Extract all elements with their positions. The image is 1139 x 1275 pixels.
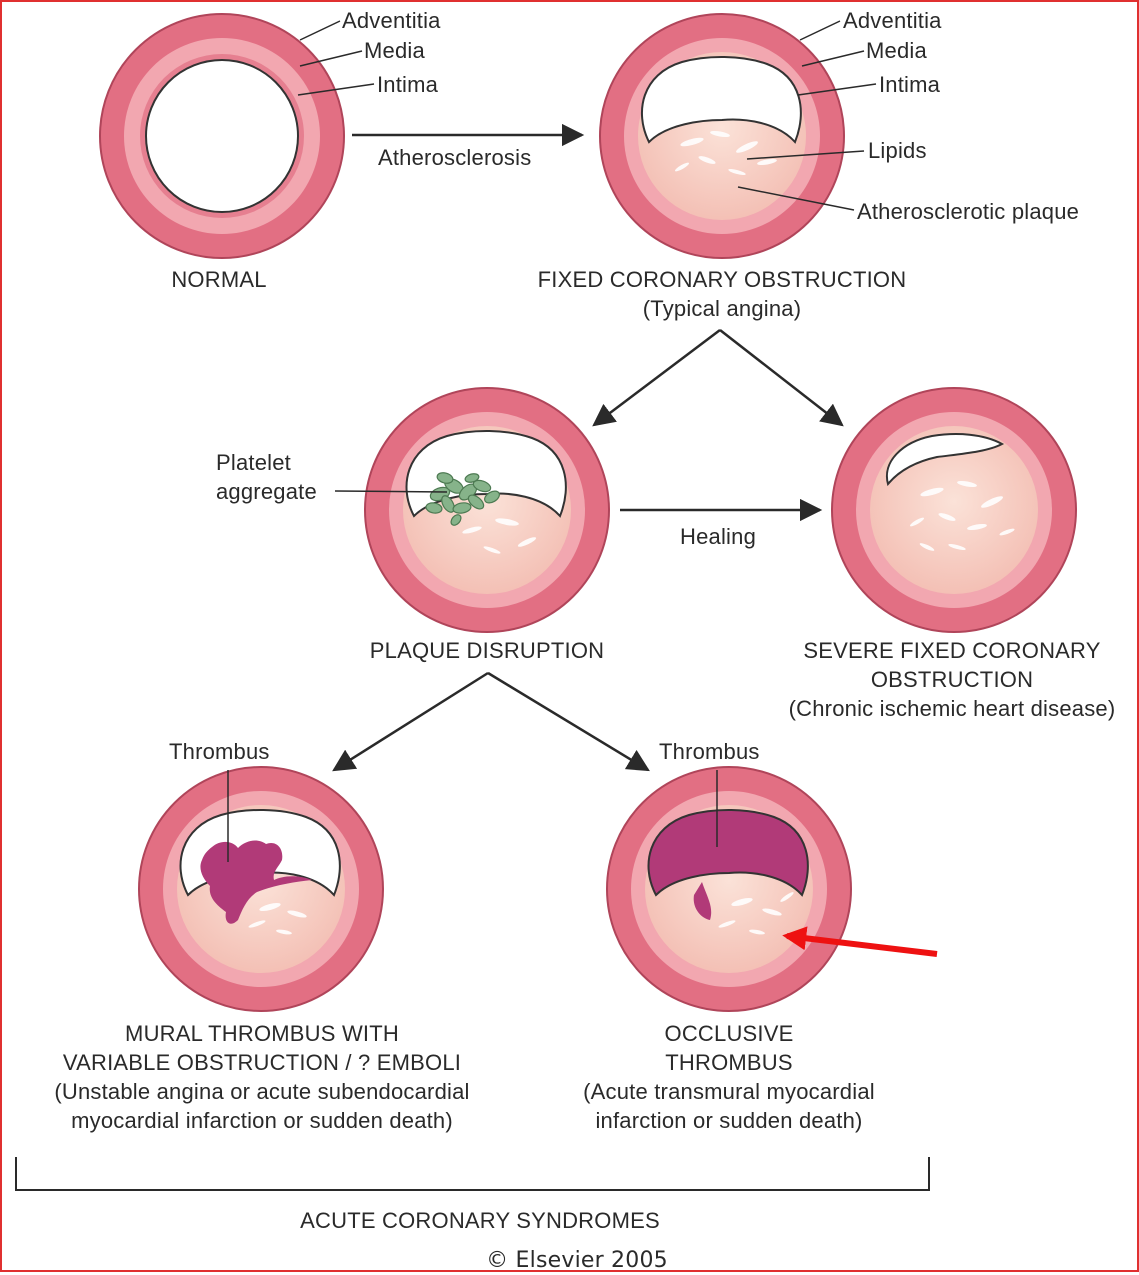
caption-occlusive-2: THROMBUS [665, 1048, 793, 1077]
label-lipids: Lipids [868, 136, 927, 165]
arrow-to-plaque-disruption [594, 330, 720, 425]
label-intima-normal: Intima [377, 70, 438, 99]
arrow-to-severe-fixed [720, 330, 842, 425]
arrow-to-occlusive [488, 673, 648, 770]
label-thrombus-occlusive: Thrombus [659, 737, 760, 766]
copyright-notice: © Elsevier 2005 [486, 1246, 668, 1275]
arrow-to-mural [334, 673, 488, 770]
label-media-fixed: Media [866, 36, 927, 65]
label-atherosclerosis: Atherosclerosis [378, 143, 531, 172]
caption-normal: NORMAL [171, 265, 266, 294]
vessel-plaque-disruption [365, 388, 609, 632]
label-media-normal: Media [364, 36, 425, 65]
label-adventitia-fixed: Adventitia [843, 6, 942, 35]
label-platelet-1: Platelet [216, 448, 291, 477]
caption-mural-1: MURAL THROMBUS WITH [125, 1019, 399, 1048]
caption-occlusive-1: OCCLUSIVE [665, 1019, 794, 1048]
label-atherosclerotic-plaque: Atherosclerotic plaque [857, 197, 1079, 226]
caption-fixed-sub: (Typical angina) [643, 294, 802, 323]
caption-severe-1: SEVERE FIXED CORONARY [803, 636, 1100, 665]
vessel-mural-thrombus [139, 767, 383, 1011]
vessel-occlusive-thrombus [607, 767, 851, 1011]
caption-mural-2: VARIABLE OBSTRUCTION / ? EMBOLI [63, 1048, 461, 1077]
caption-mural-3: (Unstable angina or acute subendocardial [54, 1077, 469, 1106]
caption-occlusive-4: infarction or sudden death) [595, 1106, 862, 1135]
caption-acute-coronary-syndromes: ACUTE CORONARY SYNDROMES [300, 1206, 660, 1235]
caption-occlusive-3: (Acute transmural myocardial [583, 1077, 875, 1106]
caption-mural-4: myocardial infarction or sudden death) [71, 1106, 453, 1135]
caption-plaque-disruption: PLAQUE DISRUPTION [370, 636, 604, 665]
label-thrombus-mural: Thrombus [169, 737, 270, 766]
label-intima-fixed: Intima [879, 70, 940, 99]
acs-bracket [16, 1157, 929, 1190]
vessel-normal [100, 14, 344, 258]
vessel-fixed [600, 14, 844, 258]
label-platelet-2: aggregate [216, 477, 317, 506]
caption-severe-2: OBSTRUCTION [871, 665, 1033, 694]
vessel-severe-fixed [832, 388, 1076, 632]
caption-fixed-title: FIXED CORONARY OBSTRUCTION [538, 265, 907, 294]
caption-severe-3: (Chronic ischemic heart disease) [789, 694, 1116, 723]
label-healing: Healing [680, 522, 756, 551]
label-adventitia-normal: Adventitia [342, 6, 441, 35]
